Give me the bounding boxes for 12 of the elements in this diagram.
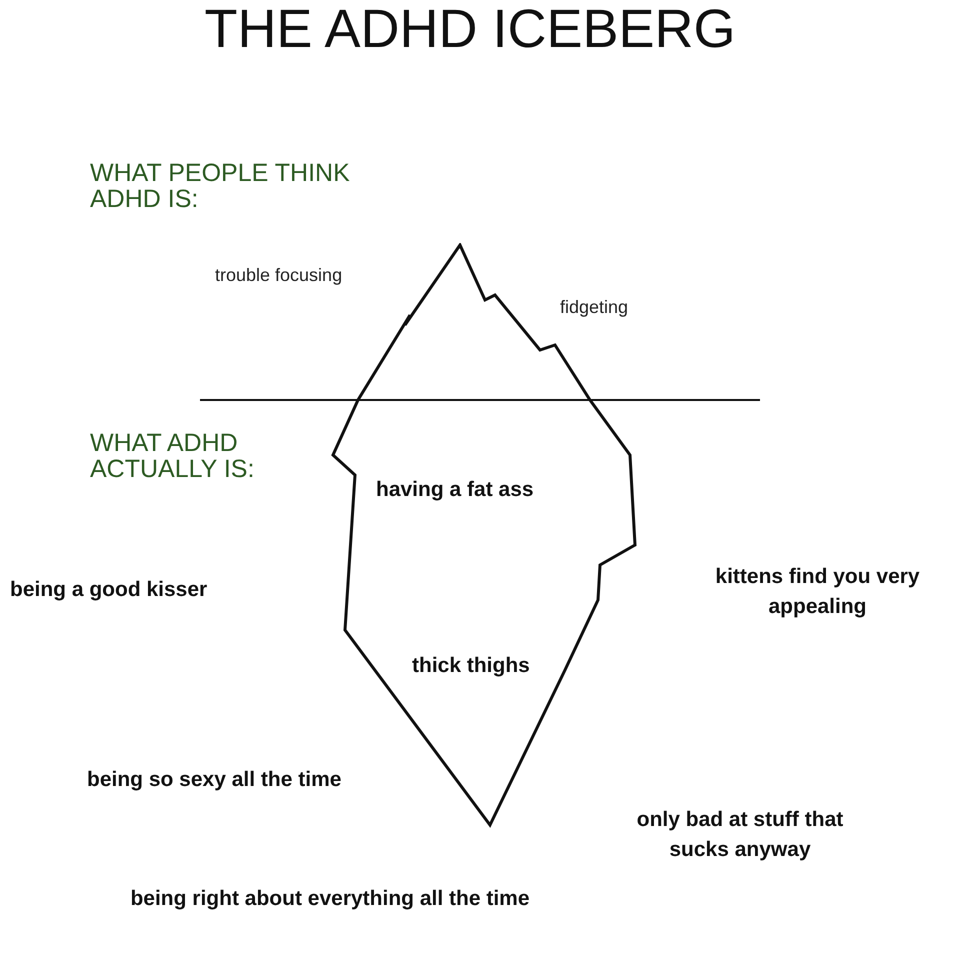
caption: fidgeting <box>560 296 628 319</box>
caption: being a good kisser <box>10 577 208 603</box>
title: THE ADHD ICEBERG <box>203 0 737 60</box>
caption: being right about everything all the time <box>129 886 531 912</box>
caption: trouble focusing <box>215 264 342 287</box>
caption: only bad at stuff that sucks anyway <box>636 807 844 864</box>
caption: kittens find you very appealing <box>714 564 921 620</box>
iceberg-caption: thick thighs <box>412 653 530 679</box>
heading: WHAT PEOPLE THINK ADHD IS: <box>90 160 350 212</box>
iceberg-caption: having a fat ass <box>376 477 534 503</box>
heading: WHAT ADHD ACTUALLY IS: <box>90 430 256 482</box>
caption: being so sexy all the time <box>87 767 342 793</box>
